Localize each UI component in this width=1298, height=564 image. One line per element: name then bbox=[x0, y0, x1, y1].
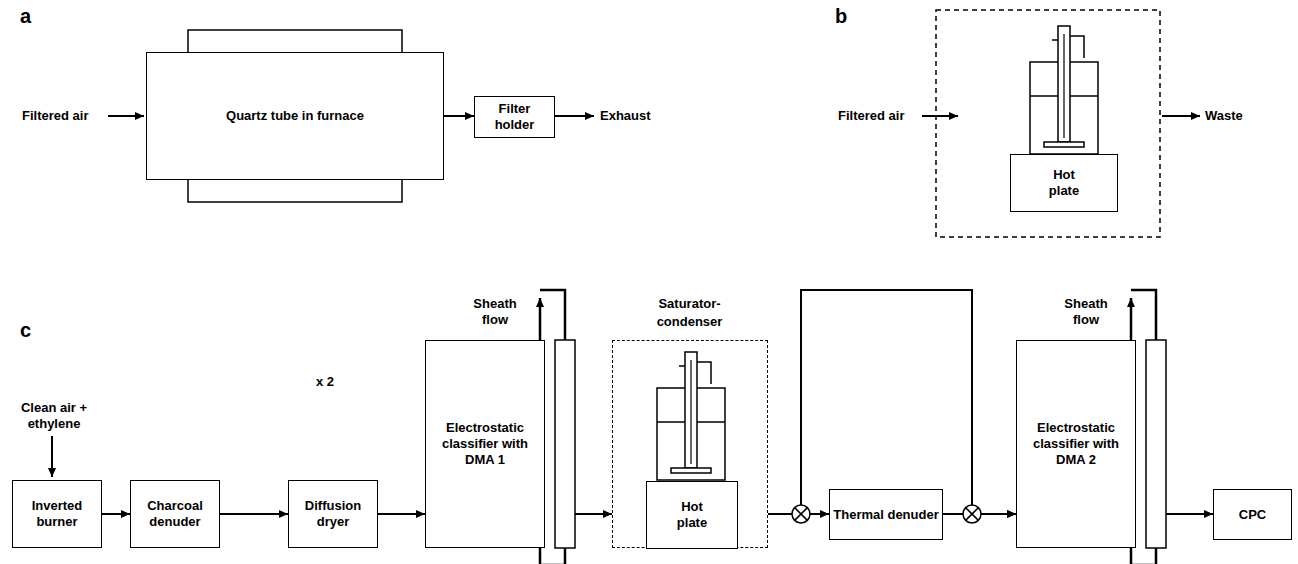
classifier-box: Electrostatic classifier with DMA 1 bbox=[425, 340, 545, 548]
flow-label: Filtered air bbox=[22, 108, 88, 124]
valve-symbol bbox=[963, 505, 981, 523]
saturator-vessel bbox=[657, 352, 725, 480]
burner-box: Inverted burner bbox=[12, 480, 102, 548]
flow-label: Waste bbox=[1205, 108, 1243, 124]
flow-connector bbox=[220, 513, 288, 515]
flow-connector bbox=[575, 513, 612, 515]
region-heading: Saturator- condenser bbox=[650, 295, 730, 331]
drawing-stroke bbox=[1146, 340, 1166, 548]
panel-letter: b bbox=[835, 4, 847, 28]
flow-label: Sheath flow bbox=[468, 296, 522, 328]
saturator-enclosure bbox=[936, 10, 1160, 237]
exhaust-arrow bbox=[555, 115, 594, 117]
drawing-stroke bbox=[792, 505, 810, 523]
saturator-region: Saturator- condenserHot plate bbox=[612, 340, 768, 548]
feed-arrow bbox=[51, 436, 53, 477]
box-text: Electrostatic classifier with DMA 2 bbox=[1030, 420, 1122, 468]
drawing-stroke bbox=[1131, 290, 1156, 340]
flow-label: Sheath flow bbox=[1059, 296, 1113, 328]
dryer-box: Diffusion dryer bbox=[288, 480, 378, 548]
filter-holder-box: Filter holder bbox=[474, 96, 555, 138]
flow-connector bbox=[102, 513, 130, 515]
classifier-box: Electrostatic classifier with DMA 2 bbox=[1016, 340, 1136, 548]
panel-letter: a bbox=[20, 4, 31, 28]
count-label: x 2 bbox=[316, 374, 334, 390]
thermal-denuder-box: Thermal denuder bbox=[829, 489, 943, 540]
box-text: Thermal denuder bbox=[833, 507, 938, 523]
flow-connector bbox=[1166, 513, 1213, 515]
box-text: Hot plate bbox=[667, 499, 717, 531]
drawing-stroke bbox=[795, 508, 808, 521]
box-text: Quartz tube in furnace bbox=[226, 108, 364, 124]
box-text: CPC bbox=[1239, 507, 1266, 523]
valve-symbol bbox=[792, 505, 810, 523]
dma-column-1 bbox=[540, 290, 575, 564]
flow-label: Clean air + ethylene bbox=[14, 400, 94, 432]
drawing-stroke bbox=[1131, 548, 1156, 564]
drawing-stroke bbox=[539, 298, 542, 340]
drawing-stroke bbox=[540, 290, 565, 340]
saturator-vessel bbox=[1030, 26, 1098, 154]
flow-label: Exhaust bbox=[600, 108, 651, 124]
drawing-stroke bbox=[963, 505, 981, 523]
counter-box: CPC bbox=[1213, 489, 1292, 540]
inlet-arrow bbox=[108, 115, 144, 117]
drawing-stroke bbox=[555, 340, 575, 548]
denuder-box: Charcoal denuder bbox=[130, 480, 220, 548]
panel-letter: c bbox=[20, 318, 31, 342]
box-text: Filter holder bbox=[480, 101, 550, 133]
box-text: Charcoal denuder bbox=[135, 498, 215, 530]
hot-plate-box: Hot plate bbox=[1010, 154, 1118, 212]
drawing-stroke bbox=[540, 548, 565, 564]
flow-label: Filtered air bbox=[838, 108, 904, 124]
hot-plate-box: Hot plate bbox=[646, 481, 738, 549]
flow-connector bbox=[768, 290, 1016, 514]
box-text: Inverted burner bbox=[22, 498, 92, 530]
inlet-arrow bbox=[922, 115, 958, 117]
box-text: Electrostatic classifier with DMA 1 bbox=[439, 420, 531, 468]
box-text: Hot plate bbox=[1039, 167, 1089, 199]
drawing-stroke bbox=[966, 508, 979, 521]
furnace-tube-box: Quartz tube in furnace bbox=[146, 52, 444, 180]
drawing-stroke bbox=[1130, 298, 1133, 340]
flow-connector bbox=[444, 115, 474, 117]
flow-connector bbox=[378, 513, 425, 515]
box-text: Diffusion dryer bbox=[293, 498, 373, 530]
waste-arrow bbox=[1162, 115, 1200, 117]
dma-column-2 bbox=[1131, 290, 1166, 564]
